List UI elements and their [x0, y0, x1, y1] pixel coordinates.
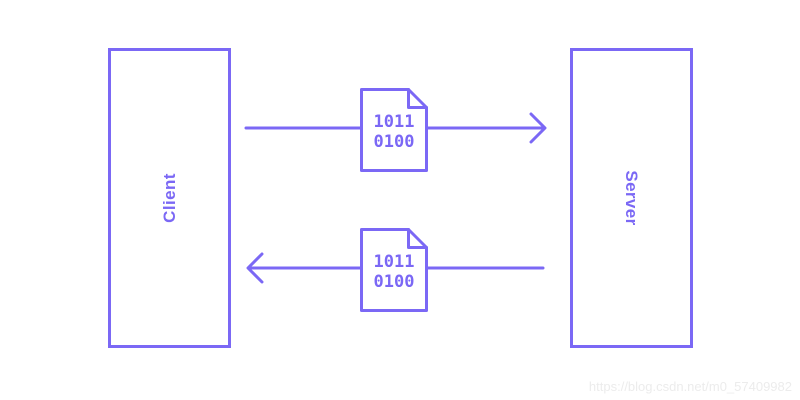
server-box: [570, 48, 693, 348]
client-label: Client: [160, 173, 179, 223]
request-packet-page: [360, 88, 428, 172]
request-packet-line2: 0100: [374, 132, 415, 152]
client-box: [108, 48, 231, 348]
node-client[interactable]: Client: [108, 48, 231, 348]
response-packet-line2: 0100: [374, 272, 415, 292]
flow-response[interactable]: 1011 0100: [246, 228, 545, 312]
request-packet-line1: 1011: [374, 112, 415, 132]
request-packet-fold-icon: [407, 88, 428, 109]
response-packet-page: [360, 228, 428, 312]
response-packet-icon[interactable]: 1011 0100: [360, 228, 428, 312]
response-arrowhead-icon: [246, 252, 264, 284]
response-packet-line1: 1011: [374, 252, 415, 272]
node-server[interactable]: Server: [570, 48, 693, 348]
flow-request[interactable]: 1011 0100: [244, 88, 547, 172]
request-arrowhead-icon: [529, 112, 547, 144]
request-packet-icon[interactable]: 1011 0100: [360, 88, 428, 172]
watermark: https://blog.csdn.net/m0_57409982: [588, 379, 792, 394]
response-packet-fold-icon: [407, 228, 428, 249]
server-label: Server: [622, 170, 641, 225]
